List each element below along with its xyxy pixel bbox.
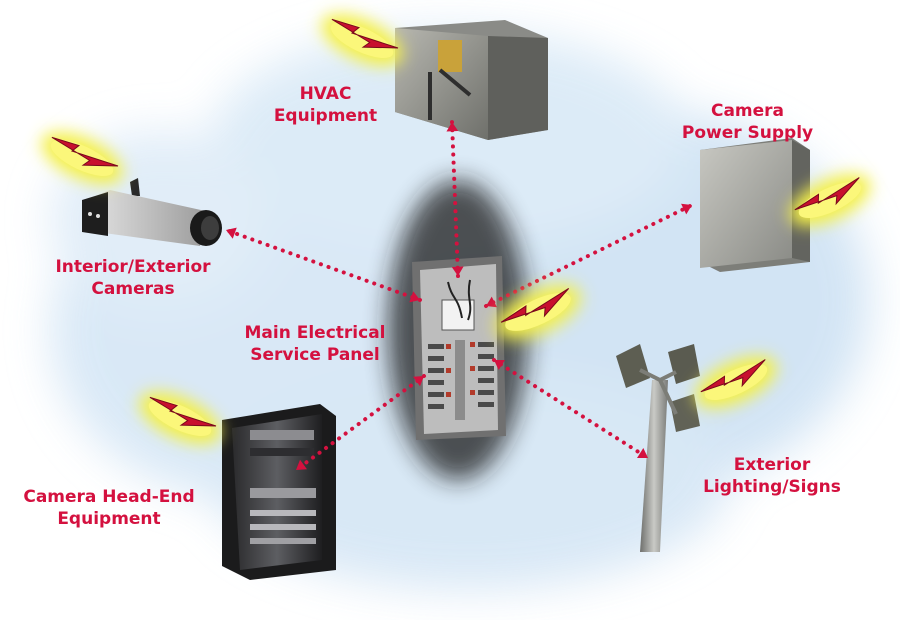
connector-cameras-arrowhead-outer <box>226 227 237 239</box>
connector-hvac-arrowhead-inner <box>451 266 464 276</box>
bolt-camera-power-shape <box>794 177 860 211</box>
connector-head-end-arrowhead-outer <box>296 459 307 470</box>
label-camera-power-line2: Power Supply <box>681 123 814 143</box>
label-hvac-line2: Equipment <box>273 106 378 126</box>
connector-exterior-lighting-arrowhead-inner <box>494 360 505 370</box>
label-main-electrical-service-panel: Main Electrical Service Panel <box>222 322 408 366</box>
connector-exterior-lighting <box>492 358 650 460</box>
bolt-cameras-lightning-bolt-icon <box>41 132 123 184</box>
security-camera-icon <box>82 178 222 246</box>
connector-camera-power-arrowhead-inner <box>486 296 497 308</box>
label-exterior-lighting-line1: Exterior <box>733 455 811 475</box>
bolt-head-end-lightning-bolt-icon <box>139 392 221 444</box>
label-exterior-lighting-signs: Exterior Lighting/Signs <box>682 454 862 498</box>
bolt-head-end-glow-core <box>148 399 212 437</box>
bolt-exterior-lighting-shape <box>700 359 766 393</box>
connector-camera-power-arrowhead-outer <box>681 203 692 215</box>
label-camera-power-supply: Camera Power Supply <box>660 100 835 144</box>
connector-hvac-arrowhead-outer <box>446 122 459 132</box>
bolt-hvac-glow-core <box>330 21 394 59</box>
connector-lines <box>224 120 694 472</box>
bolt-main-panel-shape <box>500 287 570 323</box>
label-head-end-line2: Equipment <box>57 509 161 529</box>
label-hvac-equipment: HVAC Equipment <box>258 83 393 127</box>
bolt-hvac-lightning-bolt-icon <box>321 14 403 66</box>
label-camera-head-end-equipment: Camera Head-End Equipment <box>4 486 214 530</box>
connector-cameras-arrowhead-inner <box>409 291 420 303</box>
connector-head-end-arrowhead-inner <box>413 376 424 387</box>
electrical-panel-icon <box>412 256 506 440</box>
hvac-unit-icon <box>395 20 548 140</box>
label-hvac-line1: HVAC <box>299 84 352 104</box>
bolt-cameras-glow-core <box>50 139 114 177</box>
connector-head-end <box>294 374 426 472</box>
bolt-exterior-lighting-lightning-bolt-icon <box>695 356 777 408</box>
connector-camera-power <box>484 203 694 308</box>
label-camera-power-line1: Camera <box>710 101 785 121</box>
label-interior-exterior-cameras: Interior/Exterior Cameras <box>38 256 228 300</box>
connector-hvac <box>450 120 460 278</box>
bolt-cameras-shape <box>51 136 119 167</box>
bolt-head-end-shape <box>149 396 217 427</box>
label-cameras-line1: Interior/Exterior <box>55 257 211 277</box>
equipment-rack-icon <box>222 404 336 580</box>
label-cameras-line2: Cameras <box>91 279 175 299</box>
connector-exterior-lighting-arrowhead-outer <box>637 448 648 458</box>
bolt-camera-power-lightning-bolt-icon <box>789 174 871 226</box>
label-exterior-lighting-line2: Lighting/Signs <box>703 477 841 497</box>
power-supply-box-icon <box>700 138 810 272</box>
connector-cameras <box>224 228 422 302</box>
bolt-hvac-shape <box>331 18 399 49</box>
label-main-panel-line2: Service Panel <box>250 345 380 365</box>
label-main-panel-line1: Main Electrical <box>244 323 386 343</box>
bolt-main-panel-lightning-bolt-icon <box>495 284 581 340</box>
light-pole-icon <box>616 344 700 552</box>
lightning-bolts <box>41 14 871 444</box>
label-head-end-line1: Camera Head-End <box>23 487 195 507</box>
